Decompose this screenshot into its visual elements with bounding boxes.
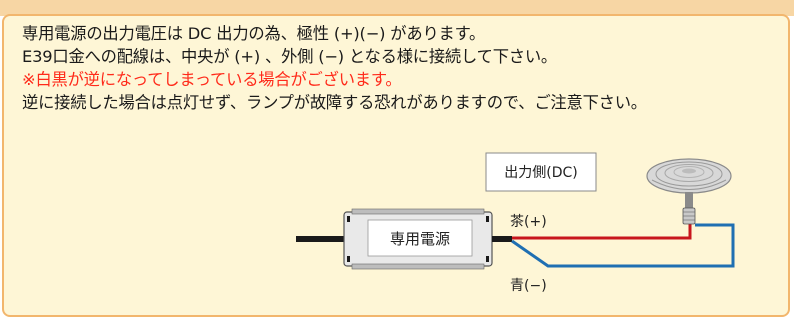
top-accent-bar (0, 0, 794, 16)
power-supply-label-panel (367, 219, 473, 257)
notice-text: 専用電源の出力電圧は DC 出力の為、極性 (+)(−) があります。 E39口… (22, 22, 647, 114)
lamp-neck (685, 192, 693, 210)
positive-wire (512, 222, 692, 240)
lamp-fixture (646, 158, 732, 225)
notice-line-caution: 逆に接続した場合は点灯せず、ランプが故障する恐れがありますので、ご注意下さい。 (22, 93, 647, 112)
notice-line-wiring: E39口金への配線は、中央が (+) 、外側 (−) となる様に接続して下さい。 (22, 47, 558, 66)
power-supply-unit: 専用電源 (343, 208, 493, 270)
negative-wire-label: 青(−) (510, 278, 547, 294)
power-supply-label: 専用電源 (390, 230, 450, 248)
positive-wire-label: 茶(+) (510, 214, 547, 230)
notice-line-warning: ※白黒が逆になってしまっている場合がございます。 (22, 70, 402, 89)
negative-wire (511, 223, 735, 268)
notice-line-polarity: 専用電源の出力電圧は DC 出力の為、極性 (+)(−) があります。 (22, 24, 486, 43)
output-side-label: 出力側(DC) (504, 165, 577, 181)
output-side-label-box: 出力側(DC) (485, 152, 597, 192)
